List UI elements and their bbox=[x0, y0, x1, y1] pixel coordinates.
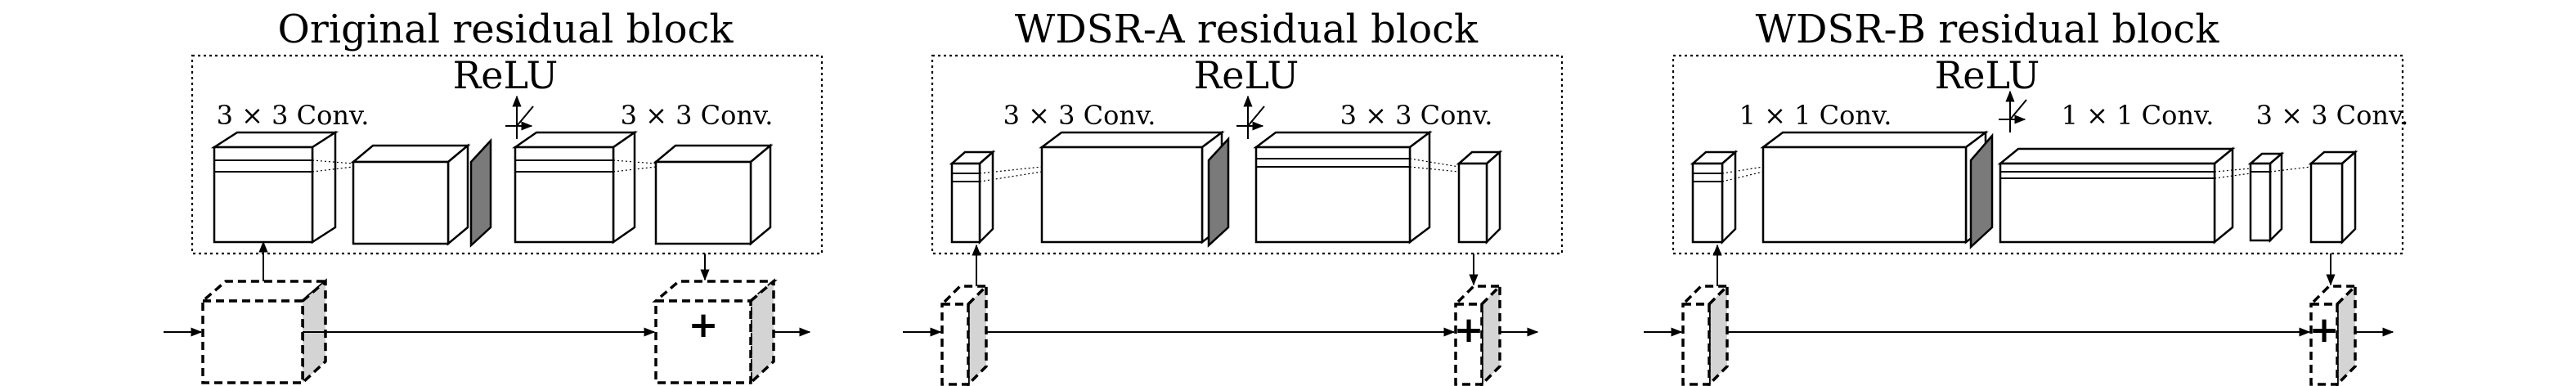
panel-title: WDSR-B residual block bbox=[1756, 7, 2220, 52]
sum-symbol: + bbox=[689, 304, 719, 346]
input-tensor bbox=[938, 282, 990, 386]
sum-symbol: + bbox=[2309, 309, 2340, 351]
residual-branch-box bbox=[931, 54, 1564, 255]
relu-label: ReLU bbox=[1935, 53, 2040, 97]
conv-label-2: 3 × 3 Conv. bbox=[1340, 100, 1493, 131]
relu-activation bbox=[1207, 136, 1230, 248]
relu-axis-icon bbox=[505, 95, 534, 139]
panel-wdsr-b: WDSR-B residual block ReLU 1 × 1 Conv. 1… bbox=[1644, 7, 2409, 386]
relu-activation bbox=[469, 137, 492, 248]
conv-block-3 bbox=[2247, 151, 2285, 244]
relu-axis-icon bbox=[1236, 95, 1265, 139]
conv-block-1 bbox=[210, 130, 339, 245]
wide-feature-map bbox=[1039, 130, 1225, 245]
output-tensor: + bbox=[1452, 282, 1504, 386]
output-tensor: + bbox=[652, 278, 778, 386]
conv-label-1: 1 × 1 Conv. bbox=[1739, 100, 1892, 131]
panel-title: WDSR-A residual block bbox=[1015, 7, 1479, 52]
panel-title: Original residual block bbox=[277, 7, 734, 52]
relu-activation bbox=[1969, 132, 1994, 249]
input-tensor bbox=[1679, 282, 1731, 386]
residual-branch-box bbox=[191, 54, 824, 255]
relu-label: ReLU bbox=[453, 53, 559, 97]
sum-symbol: + bbox=[1454, 309, 1484, 351]
relu-axis-icon bbox=[1999, 90, 2027, 132]
conv-block-1 bbox=[949, 150, 996, 245]
conv-label-1: 3 × 3 Conv. bbox=[217, 100, 370, 131]
feature-map-1 bbox=[350, 143, 471, 246]
panel-wdsr-a: WDSR-A residual block ReLU 3 × 3 Conv. 3… bbox=[903, 7, 1564, 386]
relu-label: ReLU bbox=[1194, 53, 1299, 97]
conv-block-2 bbox=[511, 130, 639, 245]
output-tensor: + bbox=[2307, 282, 2359, 386]
conv-label-2: 3 × 3 Conv. bbox=[621, 100, 774, 131]
feature-map-3 bbox=[2308, 150, 2358, 245]
wide-feature-map bbox=[1760, 130, 1989, 245]
feature-map-2 bbox=[653, 143, 774, 246]
conv-block-2 bbox=[1997, 146, 2236, 245]
feature-map-2 bbox=[1456, 150, 1503, 245]
conv-label-1: 3 × 3 Conv. bbox=[1003, 100, 1156, 131]
conv-label-2: 1 × 1 Conv. bbox=[2062, 100, 2215, 131]
conv-label-3: 3 × 3 Conv. bbox=[2256, 100, 2409, 131]
panel-original: Original residual block ReLU 3 × 3 Conv.… bbox=[164, 7, 824, 386]
conv-block-2 bbox=[1253, 130, 1433, 245]
conv-block-1 bbox=[1690, 150, 1739, 245]
